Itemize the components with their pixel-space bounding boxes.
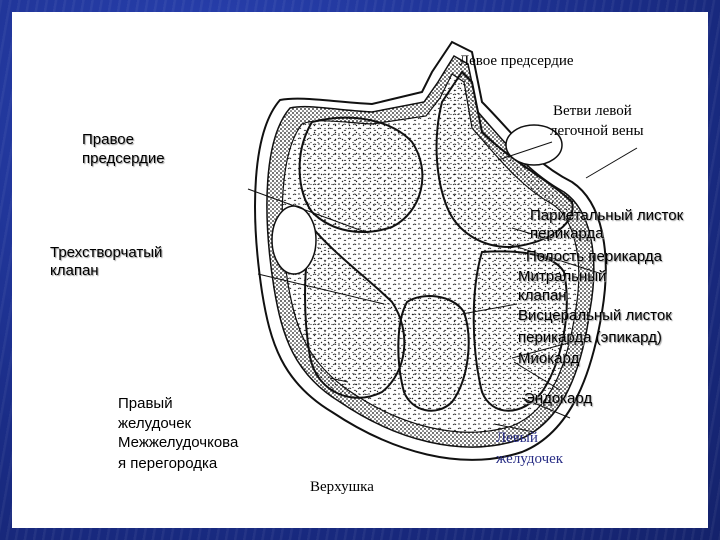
label-parietal-1: Париетальный листок (530, 207, 684, 224)
slide: Левое предсердие Ветви левой легочной ве… (12, 12, 708, 528)
right-atrium-cavity (298, 116, 424, 233)
left-ventricle-cavity (472, 250, 568, 412)
label-pulm-veins-2: легочной вены (550, 123, 644, 139)
left-atrium-cavity (435, 70, 574, 249)
label-myocard: Миокард (518, 350, 580, 367)
label-septum-1: Межжелудочкова (118, 434, 239, 451)
heart-diagram (247, 40, 638, 461)
label-rv-1: Правый (118, 395, 173, 412)
label-tricuspid-2: клапан (50, 262, 99, 279)
leader-lines (247, 141, 638, 433)
label-parietal-2: перикарда (530, 225, 604, 242)
label-left-atrium: Левое предсердие (459, 53, 574, 69)
label-septum-2: я перегородка (118, 455, 218, 472)
label-right-atrium-2: предсердие (82, 150, 165, 167)
label-mitral-1: Митральный (518, 268, 607, 285)
label-lv-2: желудочек (496, 451, 564, 467)
label-visceral-1: Висцеральный листок (518, 307, 672, 324)
septum-region (397, 295, 470, 412)
label-right-atrium-1: Правое (82, 131, 134, 148)
right-ventricle-cavity (304, 224, 406, 399)
label-rv-2: желудочек (118, 415, 192, 432)
label-apex: Верхушка (310, 479, 374, 495)
label-lv-1: Левый (496, 430, 538, 446)
label-pulm-veins-1: Ветви левой (553, 103, 632, 119)
label-cavity: Полость перикарда (526, 248, 662, 265)
label-visceral-2: перикарда (эпикард) (518, 329, 662, 346)
pericardium-outer (254, 40, 607, 461)
label-tricuspid-1: Трехстворчатый (50, 244, 163, 261)
pulmonary-vein (505, 124, 563, 166)
label-endocard: Эндокард (524, 390, 593, 407)
label-mitral-2: клапан (518, 287, 567, 304)
vena-cava (271, 205, 317, 275)
